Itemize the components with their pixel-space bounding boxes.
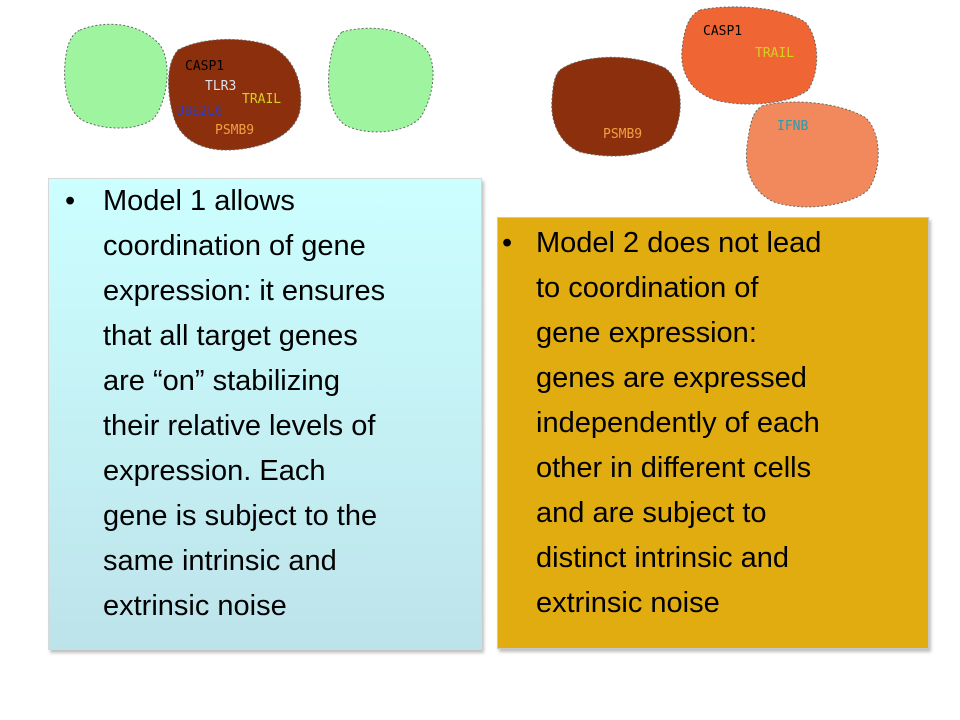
model1-line: their relative levels of <box>103 410 376 442</box>
model2-line: other in different cells <box>536 452 812 484</box>
model2-line: distinct intrinsic and <box>536 542 790 574</box>
model2-gene-psmb9: PSMB9 <box>603 127 642 142</box>
model1-gene-cell <box>168 38 302 151</box>
model2-gene-trail: TRAIL <box>755 46 794 61</box>
model2-line: extrinsic noise <box>536 587 720 619</box>
model2-ifnb-cell <box>745 101 879 208</box>
model1-gene-trail: TRAIL <box>242 92 281 107</box>
model1-bullet-item: • Model 1 allows coordination of gene ex… <box>49 179 481 629</box>
model2-gene-casp1: CASP1 <box>703 24 742 39</box>
model1-gene-tlr3: TLR3 <box>205 79 236 94</box>
model2-gene-ifnb: IFNB <box>777 119 808 134</box>
model2-line: and are subject to <box>536 497 767 529</box>
model2-line: to coordination of <box>536 272 759 304</box>
model2-bullet-item: • Model 2 does not lead to coordination … <box>498 221 928 626</box>
model1-text-box: • Model 1 allows coordination of gene ex… <box>48 178 482 650</box>
model2-line: genes are expressed <box>536 362 807 394</box>
model1-line: that all target genes <box>103 320 358 352</box>
model2-line: independently of each <box>536 407 820 439</box>
bullet-marker: • <box>65 185 76 217</box>
model2-line: gene expression: <box>536 317 757 349</box>
model1-line: are “on” stabilizing <box>103 365 340 397</box>
model1-line: extrinsic noise <box>103 590 287 622</box>
bullet-marker: • <box>502 227 513 259</box>
model1-right-cell <box>328 27 434 133</box>
model1-line: expression: it ensures <box>103 275 386 307</box>
model1-gene-psmb9: PSMB9 <box>215 123 254 138</box>
model1-line: gene is subject to the <box>103 500 378 532</box>
model1-bullet-list: • Model 1 allows coordination of gene ex… <box>49 179 481 629</box>
model1-line: Model 1 allows <box>103 185 295 217</box>
model2-line: Model 2 does not lead <box>536 227 822 259</box>
model2-bullet-list: • Model 2 does not lead to coordination … <box>498 221 928 626</box>
model1-line: expression. Each <box>103 455 326 487</box>
model1-line: same intrinsic and <box>103 545 337 577</box>
model1-left-cell <box>64 23 168 129</box>
model2-casp1-cell <box>681 6 818 105</box>
model1-line: coordination of gene <box>103 230 366 262</box>
model2-text-box: • Model 2 does not lead to coordination … <box>497 217 929 649</box>
model1-gene-ube2l6: UBE2L6 <box>176 104 223 119</box>
model1-gene-casp1: CASP1 <box>185 59 224 74</box>
model2-psmb9-cell <box>551 56 681 157</box>
